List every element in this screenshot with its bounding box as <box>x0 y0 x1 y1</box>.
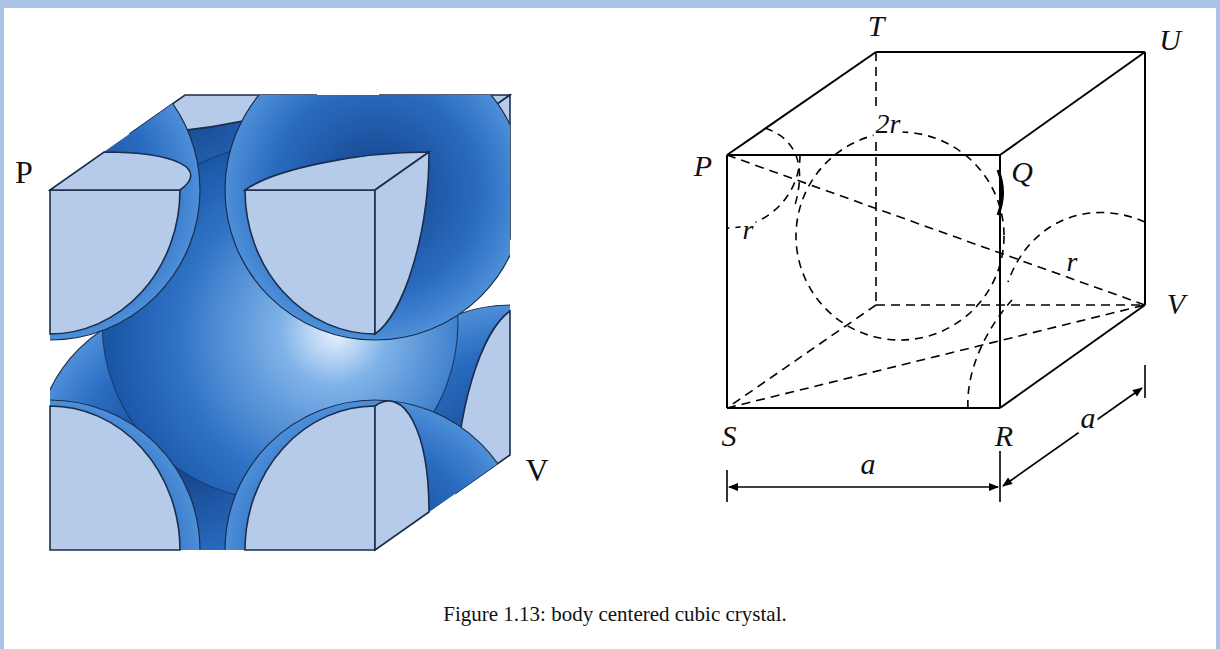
corner-atom-face <box>375 152 429 334</box>
corner-label: V <box>1165 289 1187 319</box>
corner-label: T <box>866 11 887 41</box>
corner-atom-face <box>375 152 429 334</box>
corner-label: Q <box>1009 157 1035 187</box>
atom-outline <box>998 170 1003 215</box>
cube-edge <box>727 52 1145 408</box>
corner-atom-face <box>245 190 375 334</box>
radius-label: r <box>1065 248 1080 276</box>
corner-atom-face <box>245 406 375 550</box>
corner-label: R <box>993 421 1015 451</box>
corner-atom-face <box>50 406 180 550</box>
corner-atom-face <box>50 152 234 190</box>
corner-label: V <box>525 454 548 486</box>
corner-atom-face <box>245 406 375 550</box>
corner-label: S <box>720 421 739 451</box>
corner-atom-face <box>50 190 180 334</box>
radius-label: r <box>741 216 756 244</box>
corner-atom-face <box>245 190 375 334</box>
dimension-line <box>727 365 1145 502</box>
bcc-model <box>0 0 660 649</box>
corner-atom-face <box>375 368 429 550</box>
corner-atom <box>0 400 200 649</box>
corner-label: P <box>692 151 714 181</box>
frame-band <box>0 0 1220 8</box>
diameter-label: 2r <box>874 110 903 138</box>
frame-band <box>1216 0 1220 649</box>
corner-atom-face <box>50 190 180 334</box>
frame-band <box>0 0 4 649</box>
corner-label: P <box>15 156 33 188</box>
hidden-edge <box>727 52 1145 408</box>
bcc-unit-cell <box>727 52 1145 502</box>
corner-label: U <box>1157 25 1183 55</box>
corner-atom <box>225 40 525 340</box>
dimension-label: a <box>1079 403 1098 433</box>
corner-atom-face <box>50 406 180 550</box>
figure-caption: Figure 1.13: body centered cubic crystal… <box>443 604 786 625</box>
corner-atom-face <box>50 152 234 190</box>
dimension-label: a <box>859 449 878 479</box>
corner-atom-face <box>375 368 429 550</box>
atom-outline <box>727 128 1145 408</box>
